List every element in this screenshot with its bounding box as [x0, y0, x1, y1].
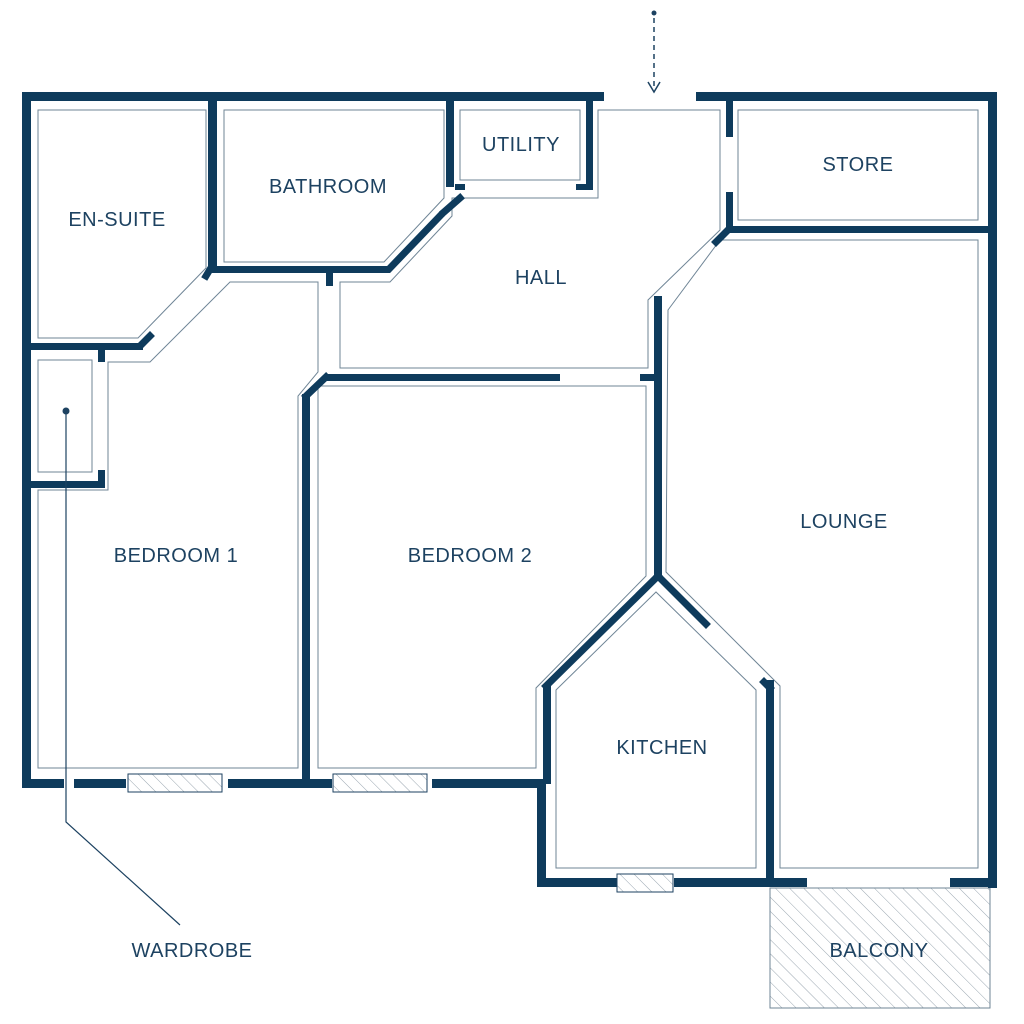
windows — [127, 773, 674, 893]
wardrobe-label: WARDROBE — [131, 940, 252, 962]
bedroom-1-label: BEDROOM 1 — [114, 545, 239, 567]
bedroom-2-label: BEDROOM 2 — [408, 545, 533, 567]
walls — [22, 92, 997, 888]
en-suite-label: EN-SUITE — [68, 209, 165, 231]
hall-label: HALL — [515, 267, 567, 289]
entrance-arrow-icon — [647, 10, 661, 94]
room-outlines — [37, 109, 979, 869]
wardrobe-callout — [62, 407, 181, 926]
lounge-label: LOUNGE — [800, 511, 887, 533]
balcony-label: BALCONY — [829, 940, 928, 962]
balcony — [769, 887, 991, 1009]
angled-walls — [138, 193, 775, 693]
bathroom-label: BATHROOM — [269, 176, 387, 198]
kitchen-label: KITCHEN — [616, 737, 707, 759]
store-label: STORE — [822, 154, 893, 176]
utility-label: UTILITY — [482, 134, 560, 156]
